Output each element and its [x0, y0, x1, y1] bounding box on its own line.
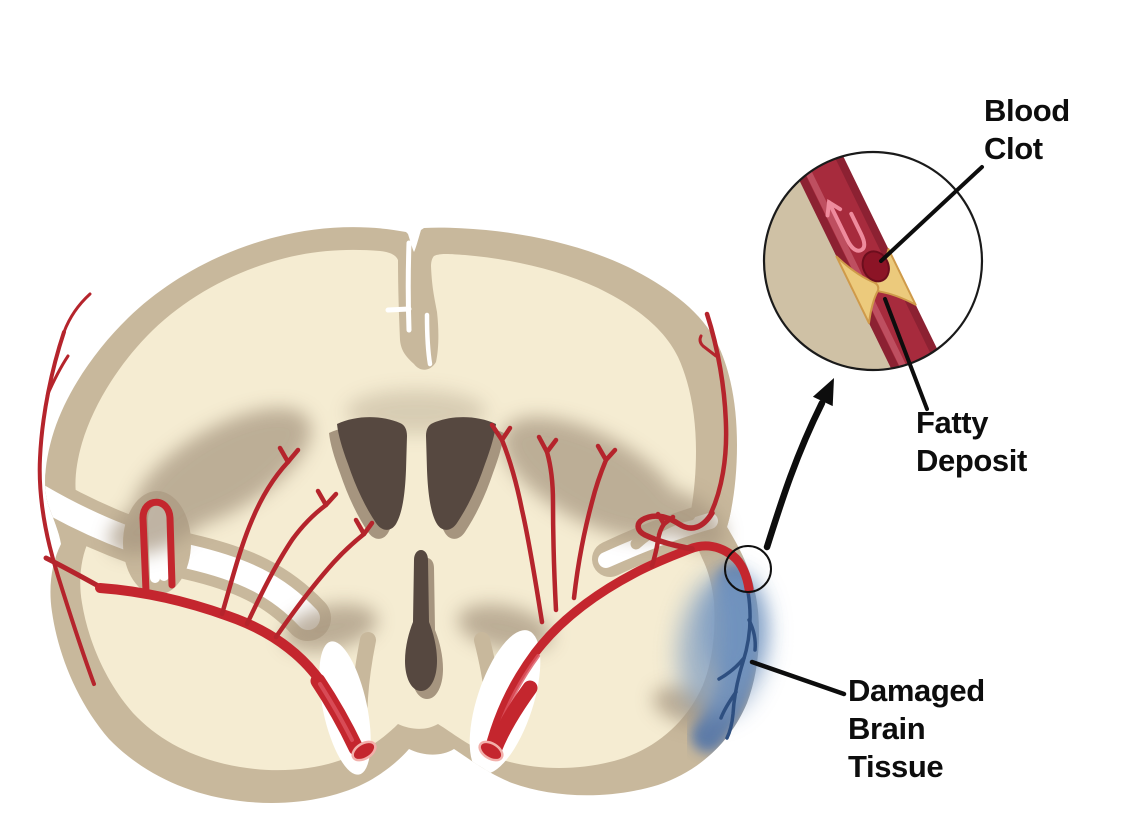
fatty-deposit-lower — [835, 255, 880, 325]
blood-clot-label-line2: Clot — [984, 131, 1043, 166]
magnified-region-circle — [724, 545, 772, 593]
inset-circle-outline — [762, 150, 984, 372]
blood-clot-label: Blood Clot — [984, 92, 1070, 168]
magnify-arrow — [763, 378, 834, 551]
damaged-brain-tissue-area — [678, 563, 768, 753]
fatty-deposit-label-line2: Deposit — [916, 443, 1027, 478]
lateral-ventricles — [329, 417, 504, 539]
fatty-deposit-pointer — [883, 297, 929, 411]
cerebral-arteries — [37, 292, 754, 762]
damaged-brain-tissue-label: Damaged Brain Tissue — [848, 672, 985, 786]
artery-inset-magnified — [762, 150, 984, 372]
blocked-flow-arrow — [825, 199, 867, 253]
third-ventricle — [405, 550, 443, 699]
label-pointer-lines — [749, 165, 984, 697]
damaged-label-line2: Brain — [848, 711, 926, 746]
damaged-vessels — [717, 590, 757, 740]
blood-clot-label-line1: Blood — [984, 93, 1070, 128]
fatty-deposit-label: Fatty Deposit — [916, 404, 1027, 480]
blood-clot-pointer — [879, 165, 984, 263]
artery-cut-ends — [351, 740, 504, 762]
longitudinal-fissure — [385, 240, 433, 367]
damaged-tissue-pointer — [749, 659, 847, 697]
fatty-deposit-label-line1: Fatty — [916, 405, 989, 440]
damaged-label-line3: Tissue — [848, 749, 944, 784]
damaged-label-line1: Damaged — [848, 673, 985, 708]
